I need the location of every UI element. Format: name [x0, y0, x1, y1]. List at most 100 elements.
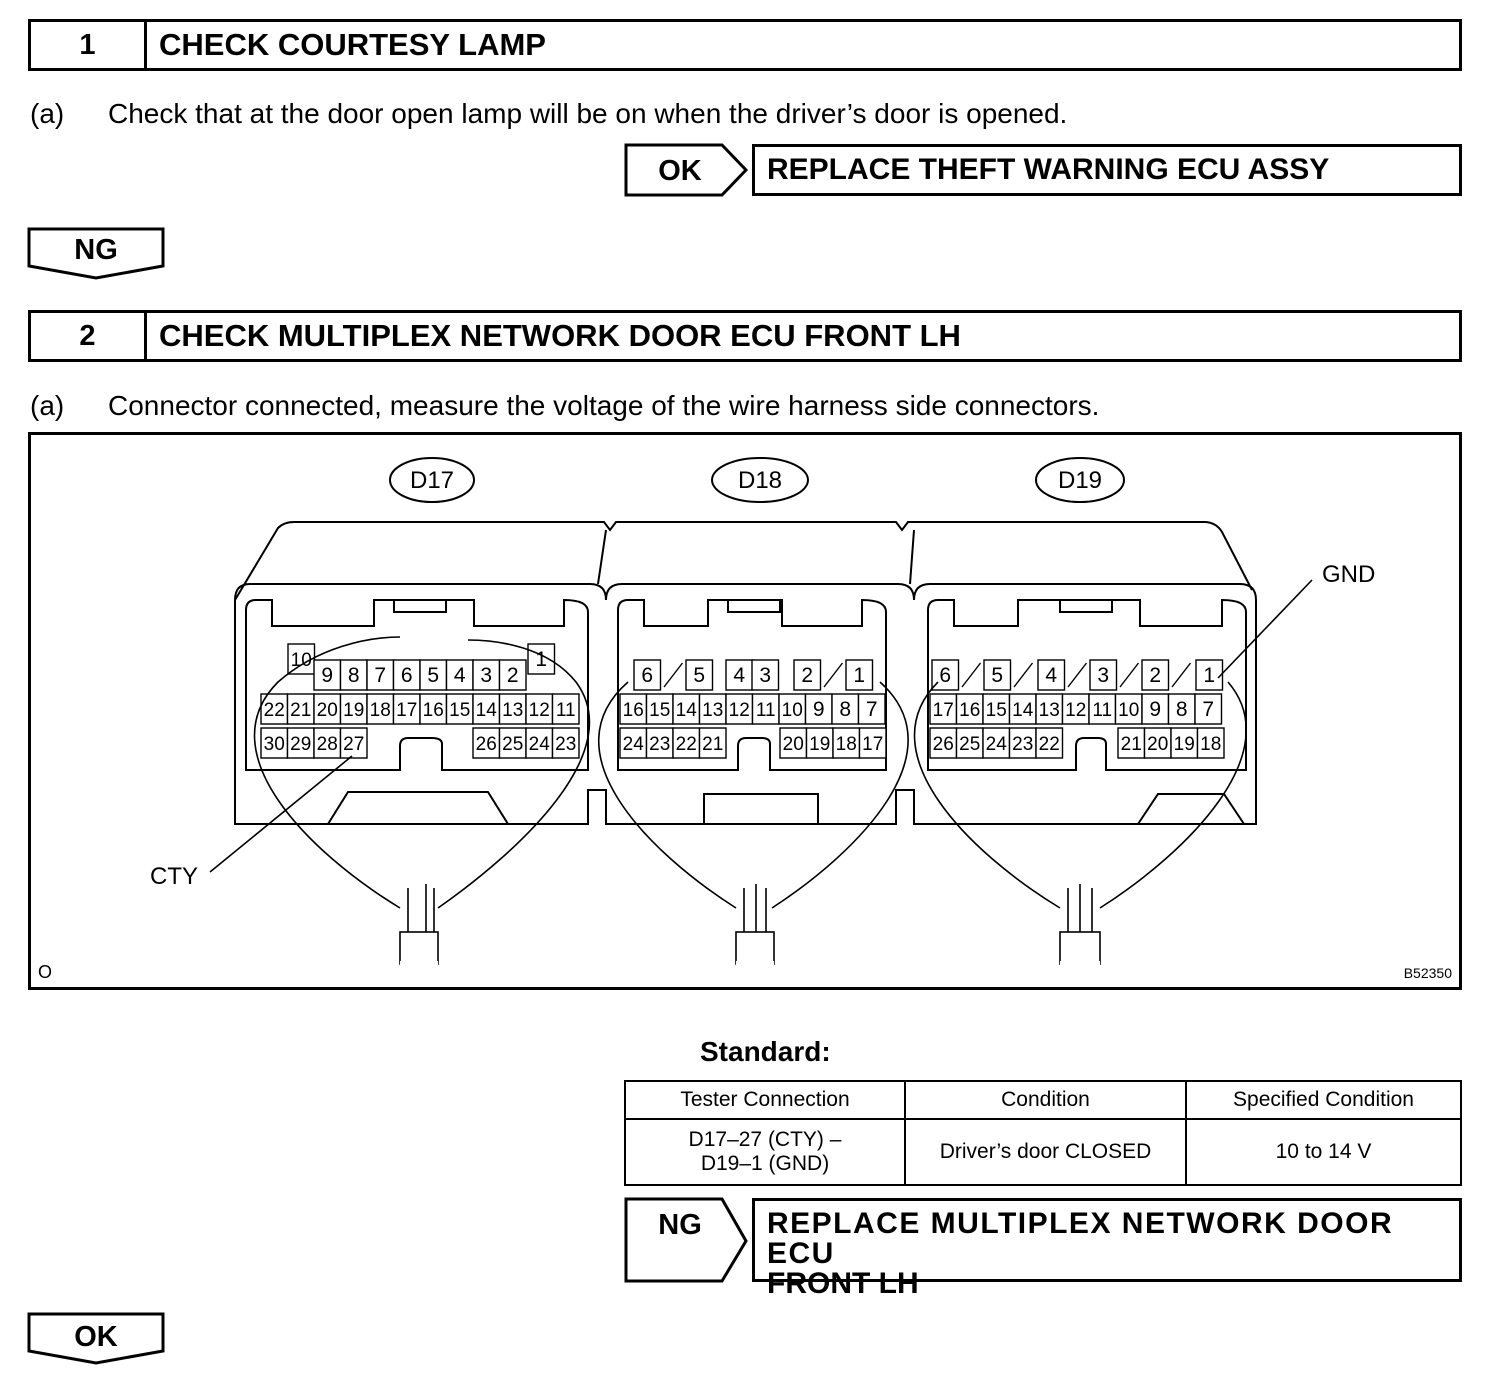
blank-pin-slash — [961, 662, 982, 688]
d17-pin: 24 — [525, 727, 554, 759]
svg-text:1: 1 — [535, 648, 547, 671]
svg-text:13: 13 — [1039, 700, 1060, 721]
d17-pin: 12 — [525, 693, 554, 725]
svg-text:23: 23 — [649, 734, 670, 755]
d17-pin: 20 — [313, 693, 342, 725]
table-header-cell: Condition — [904, 1080, 1187, 1120]
svg-text:23: 23 — [1012, 734, 1033, 755]
step-1-ng-flow-arrow: NG — [27, 227, 165, 280]
svg-text:3: 3 — [480, 664, 492, 687]
svg-text:18: 18 — [836, 734, 857, 755]
svg-text:8: 8 — [839, 698, 851, 721]
step-1-result-box: REPLACE THEFT WARNING ECU ASSY — [752, 144, 1462, 196]
svg-text:24: 24 — [623, 734, 645, 755]
svg-text:11: 11 — [756, 700, 776, 721]
svg-text:13: 13 — [702, 700, 723, 721]
svg-text:17: 17 — [396, 700, 417, 721]
svg-text:25: 25 — [959, 734, 980, 755]
svg-text:30: 30 — [264, 734, 285, 755]
step-2-ok-flow-arrow: OK — [27, 1312, 165, 1365]
svg-text:21: 21 — [702, 734, 723, 755]
d17-pin: 3 — [472, 659, 501, 691]
d17-pin: 28 — [313, 727, 342, 759]
svg-text:5: 5 — [991, 664, 1003, 687]
svg-text:25: 25 — [502, 734, 523, 755]
svg-text:12: 12 — [529, 700, 550, 721]
d17-pin: 5 — [419, 659, 448, 691]
svg-text:2: 2 — [801, 664, 813, 687]
svg-text:14: 14 — [1012, 700, 1034, 721]
d18-pin: 5 — [685, 659, 714, 691]
cty-leader-line — [209, 755, 353, 873]
figure-id: B52350 — [1404, 965, 1452, 981]
svg-text:9: 9 — [1149, 698, 1161, 721]
step-1-title: CHECK COURTESY LAMP — [159, 27, 546, 62]
d19-pin: 26 — [929, 727, 958, 759]
d19-pin: 25 — [955, 727, 984, 759]
d18-pin: 17 — [858, 727, 887, 759]
table-header-row: Tester Connection Condition Specified Co… — [624, 1080, 1462, 1120]
blank-pin-slash — [1119, 662, 1140, 688]
svg-text:18: 18 — [1200, 734, 1221, 755]
d17-pin: 19 — [339, 693, 368, 725]
svg-text:21: 21 — [1121, 734, 1142, 755]
gnd-leader-line — [1217, 579, 1313, 679]
d19-pin: 21 — [1117, 727, 1146, 759]
d18-pin: 8 — [831, 693, 860, 725]
svg-text:18: 18 — [370, 700, 391, 721]
step-2-instruction-text: Connector connected, measure the voltage… — [108, 390, 1100, 421]
svg-text:5: 5 — [427, 664, 439, 687]
svg-text:20: 20 — [317, 700, 338, 721]
svg-text:6: 6 — [939, 664, 951, 687]
d17-pin: 4 — [445, 659, 474, 691]
svg-text:15: 15 — [449, 700, 470, 721]
svg-text:10: 10 — [1118, 700, 1139, 721]
svg-text:26: 26 — [933, 734, 954, 755]
blank-pin-slash — [1171, 662, 1192, 688]
d17-pin: 21 — [286, 693, 315, 725]
d17-pin: 26 — [472, 727, 501, 759]
d18-pin: 24 — [619, 727, 648, 759]
d17-pin: 23 — [551, 727, 580, 759]
step-1-instruction-label: (a) — [30, 98, 65, 129]
d18-id: D18 — [738, 467, 782, 494]
svg-text:15: 15 — [649, 700, 670, 721]
d18-pin: 15 — [645, 693, 674, 725]
gnd-label: GND — [1322, 561, 1375, 588]
d17-pin: 13 — [498, 693, 527, 725]
d19-pin: 11 — [1088, 693, 1117, 725]
d17-pin: 16 — [419, 693, 448, 725]
tester-connection-cell: D17–27 (CTY) – D19–1 (GND) — [624, 1118, 906, 1186]
d18-pin: 7 — [857, 693, 886, 725]
svg-text:1: 1 — [1203, 664, 1215, 687]
svg-text:22: 22 — [264, 700, 285, 721]
d19-id-oval: D19 — [1035, 457, 1125, 503]
d19-id: D19 — [1058, 467, 1102, 494]
blank-pin-slash — [663, 662, 684, 688]
table-header-cell: Specified Condition — [1185, 1080, 1462, 1120]
step-2-result-line-2: FRONT LH — [767, 1267, 919, 1300]
svg-text:22: 22 — [676, 734, 697, 755]
step-2-instruction: (a)Connector connected, measure the volt… — [30, 390, 1099, 422]
d18-pin: 3 — [751, 659, 780, 691]
d19-pin: 18 — [1196, 727, 1225, 759]
svg-text:17: 17 — [862, 734, 883, 755]
diagram-corner-label: O — [38, 962, 52, 982]
step-1-ok-label: OK — [658, 155, 702, 187]
svg-text:24: 24 — [529, 734, 551, 755]
d19-pin: 17 — [929, 693, 958, 725]
standard-table: Tester Connection Condition Specified Co… — [624, 1080, 1462, 1186]
step-2-result-box: REPLACE MULTIPLEX NETWORK DOOR ECU FRONT… — [752, 1198, 1462, 1299]
svg-text:3: 3 — [759, 664, 771, 687]
svg-text:7: 7 — [1202, 698, 1214, 721]
svg-text:20: 20 — [783, 734, 804, 755]
d17-pin: 17 — [392, 693, 421, 725]
d17-pin: 7 — [366, 659, 395, 691]
svg-text:21: 21 — [290, 700, 311, 721]
step-2-ok-label: OK — [74, 1321, 118, 1353]
table-header-cell: Tester Connection — [624, 1080, 906, 1120]
d18-pin: 13 — [698, 693, 727, 725]
d18-pin: 12 — [725, 693, 754, 725]
d19-pin: 20 — [1143, 727, 1172, 759]
